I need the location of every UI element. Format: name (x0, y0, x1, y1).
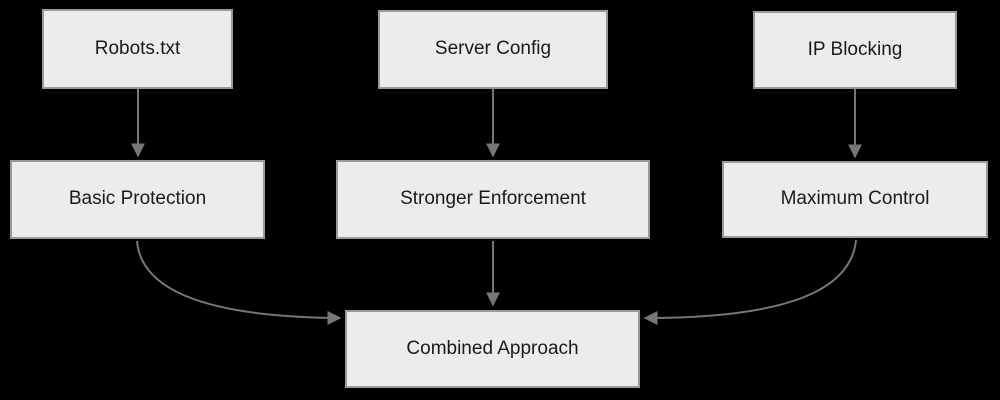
edge-maximum-control-to-combined-approach (643, 239, 857, 325)
edge-basic-protection-to-combined-approach (136, 240, 342, 325)
node-ip-blocking: IP Blocking (753, 11, 957, 89)
node-server-config: Server Config (378, 10, 608, 89)
node-maximum-control: Maximum Control (722, 161, 988, 238)
node-robots-txt: Robots.txt (42, 9, 233, 89)
node-combined-approach: Combined Approach (345, 310, 640, 388)
node-basic-protection: Basic Protection (10, 160, 265, 239)
node-stronger-enforcement: Stronger Enforcement (336, 160, 650, 239)
